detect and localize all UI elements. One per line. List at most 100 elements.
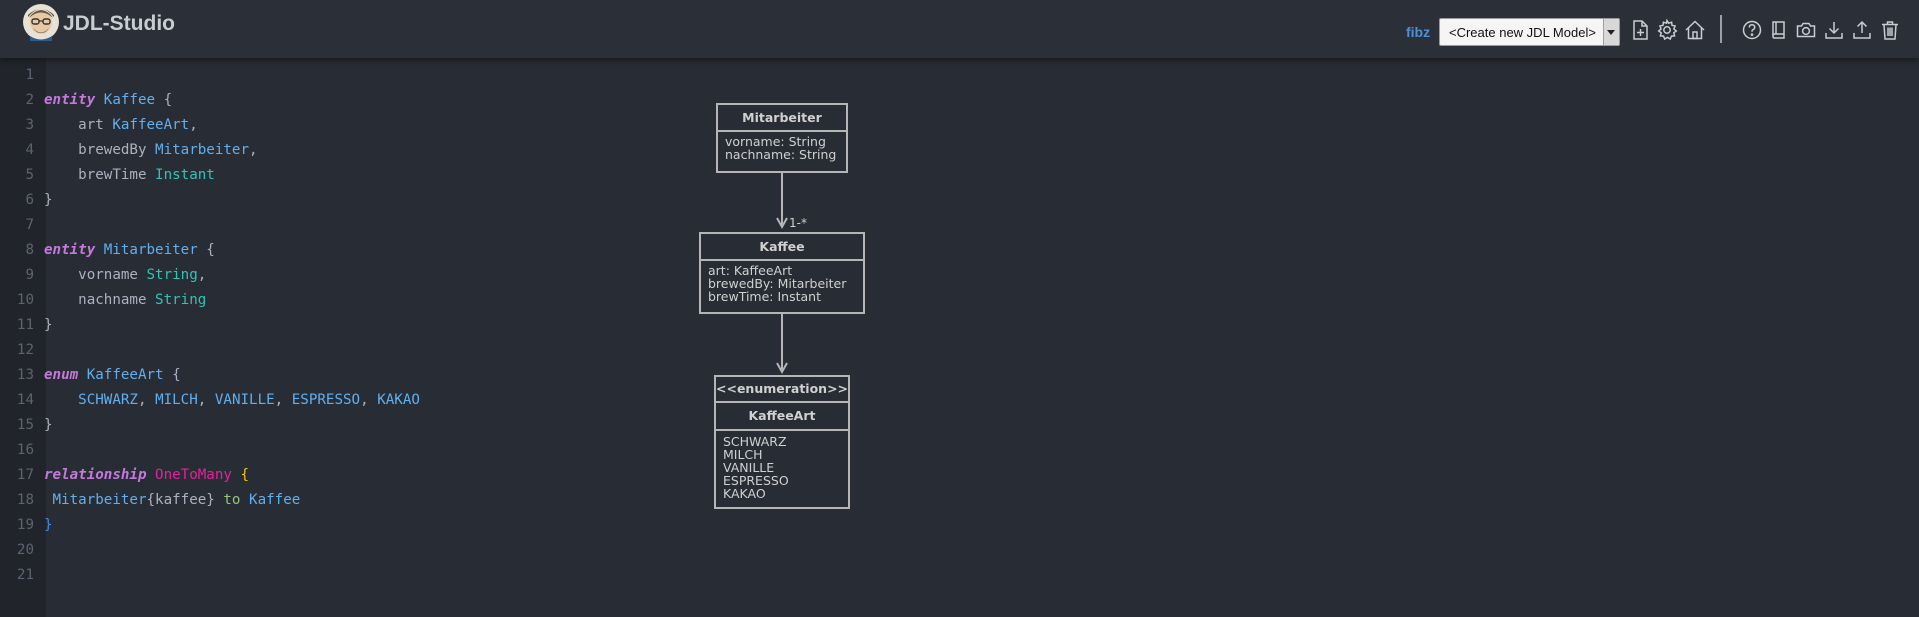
code-token-punct: , bbox=[189, 117, 198, 133]
relation-lines bbox=[776, 173, 788, 375]
code-line[interactable]: 3 art KaffeeArt, bbox=[0, 113, 560, 138]
user-name[interactable]: fibz bbox=[1406, 24, 1431, 40]
line-number: 12 bbox=[16, 342, 34, 358]
code-token-plain bbox=[240, 492, 249, 508]
line-number: 21 bbox=[16, 567, 34, 583]
code-token-punct: , bbox=[197, 392, 215, 408]
divider bbox=[701, 259, 863, 261]
entity-title: Kaffee bbox=[759, 239, 805, 254]
line-number: 7 bbox=[25, 217, 34, 233]
code-text: nachname String bbox=[44, 288, 206, 313]
line-number: 3 bbox=[25, 117, 34, 133]
code-line[interactable]: 5 brewTime Instant bbox=[0, 163, 560, 188]
code-token-type: String bbox=[146, 267, 198, 283]
code-line[interactable]: 12 bbox=[0, 338, 560, 363]
code-token-plain: brewTime bbox=[44, 167, 156, 183]
code-token-plain: vorname bbox=[44, 267, 147, 283]
book-icon[interactable] bbox=[1768, 19, 1790, 41]
code-token-relkind: OneToMany bbox=[155, 467, 232, 483]
camera-icon[interactable] bbox=[1795, 19, 1817, 41]
home-icon[interactable] bbox=[1684, 19, 1706, 41]
code-text: } bbox=[44, 413, 53, 438]
code-token-keyword: enum bbox=[44, 367, 79, 383]
code-text: brewedBy Mitarbeiter, bbox=[44, 138, 257, 163]
enum-title: KaffeeArt bbox=[748, 408, 816, 423]
trash-icon[interactable] bbox=[1879, 19, 1901, 41]
relation-label: 1-* bbox=[789, 216, 807, 230]
uml-diagram: 1-* Mitarbeiter vorname: String nachname… bbox=[560, 58, 1919, 617]
code-line[interactable]: 7 bbox=[0, 213, 560, 238]
code-token-brace: { bbox=[163, 367, 181, 383]
model-select[interactable]: <Create new JDL Model> bbox=[1439, 18, 1620, 46]
code-line[interactable]: 14 SCHWARZ, MILCH, VANILLE, ESPRESSO, KA… bbox=[0, 388, 560, 413]
code-text: brewTime Instant bbox=[44, 163, 215, 188]
enum-value: KAKAO bbox=[723, 486, 766, 501]
code-token-enumval: VANILLE bbox=[214, 392, 275, 408]
code-text: vorname String, bbox=[44, 263, 206, 288]
code-token-brace: } bbox=[44, 317, 53, 333]
code-line[interactable]: 4 brewedBy Mitarbeiter, bbox=[0, 138, 560, 163]
line-number: 11 bbox=[16, 317, 34, 333]
arrowhead-icon bbox=[776, 217, 788, 230]
code-line[interactable]: 21 bbox=[0, 563, 560, 588]
line-number: 17 bbox=[16, 467, 34, 483]
enum-value: MILCH bbox=[723, 447, 763, 462]
line-number: 10 bbox=[16, 292, 34, 308]
upload-icon[interactable] bbox=[1851, 19, 1873, 41]
new-file-icon[interactable] bbox=[1629, 19, 1651, 41]
enum-value: ESPRESSO bbox=[723, 473, 789, 488]
code-line[interactable]: 20 bbox=[0, 538, 560, 563]
line-number: 20 bbox=[16, 542, 34, 558]
help-icon[interactable] bbox=[1741, 19, 1763, 41]
code-token-punct: , bbox=[137, 392, 156, 408]
code-line[interactable]: 1 bbox=[0, 63, 560, 88]
line-number: 18 bbox=[16, 492, 34, 508]
chevron-down-icon[interactable] bbox=[1603, 19, 1619, 45]
code-token-bluebrace: } bbox=[44, 517, 53, 533]
code-line[interactable]: 15} bbox=[0, 413, 560, 438]
entity-field: nachname: String bbox=[725, 147, 837, 162]
line-number: 5 bbox=[25, 167, 34, 183]
code-line[interactable]: 18 Mitarbeiter{kaffee} to Kaffee bbox=[0, 488, 560, 513]
code-token-punct: , bbox=[197, 267, 207, 283]
code-token-name: Kaffee bbox=[249, 492, 301, 508]
entity-box-mitarbeiter: Mitarbeiter vorname: String nachname: St… bbox=[716, 103, 848, 173]
enum-value: VANILLE bbox=[723, 460, 775, 475]
app-header: JDL-Studio fibz <Create new JDL Model> bbox=[0, 0, 1919, 58]
line-number: 6 bbox=[25, 192, 34, 208]
code-line[interactable]: 9 vorname String, bbox=[0, 263, 560, 288]
code-line[interactable]: 19} bbox=[0, 513, 560, 538]
code-line[interactable]: 10 nachname String bbox=[0, 288, 560, 313]
divider bbox=[716, 401, 848, 403]
entity-box-kaffee: Kaffee art: KaffeeArt brewedBy: Mitarbei… bbox=[699, 232, 865, 314]
line-number: 9 bbox=[25, 267, 34, 283]
code-token-brace: { bbox=[155, 92, 173, 108]
divider bbox=[718, 130, 846, 132]
download-icon[interactable] bbox=[1823, 19, 1845, 41]
code-token-plain bbox=[95, 92, 104, 108]
code-line[interactable]: 11} bbox=[0, 313, 560, 338]
code-token-name: Mitarbeiter bbox=[155, 142, 250, 158]
code-token-type: String bbox=[155, 292, 207, 308]
entity-fields: vorname: String nachname: String bbox=[718, 132, 846, 161]
code-line[interactable]: 16 bbox=[0, 438, 560, 463]
code-token-enumval: ESPRESSO bbox=[291, 392, 361, 408]
entity-field: brewTime: Instant bbox=[708, 289, 821, 304]
code-token-plain bbox=[44, 392, 78, 408]
gear-icon[interactable] bbox=[1656, 19, 1678, 41]
code-text: art KaffeeArt, bbox=[44, 113, 198, 138]
code-line[interactable]: 6} bbox=[0, 188, 560, 213]
code-token-brace: { bbox=[197, 242, 215, 258]
code-token-keyword: entity bbox=[44, 92, 96, 108]
code-token-name: KaffeeArt bbox=[112, 117, 190, 133]
enum-values: SCHWARZ MILCH VANILLE ESPRESSO KAKAO bbox=[716, 431, 848, 500]
code-token-plain: {kaffee} bbox=[146, 492, 224, 508]
entity-fields: art: KaffeeArt brewedBy: Mitarbeiter bre… bbox=[701, 261, 863, 303]
line-number: 13 bbox=[16, 367, 34, 383]
divider bbox=[716, 429, 848, 431]
